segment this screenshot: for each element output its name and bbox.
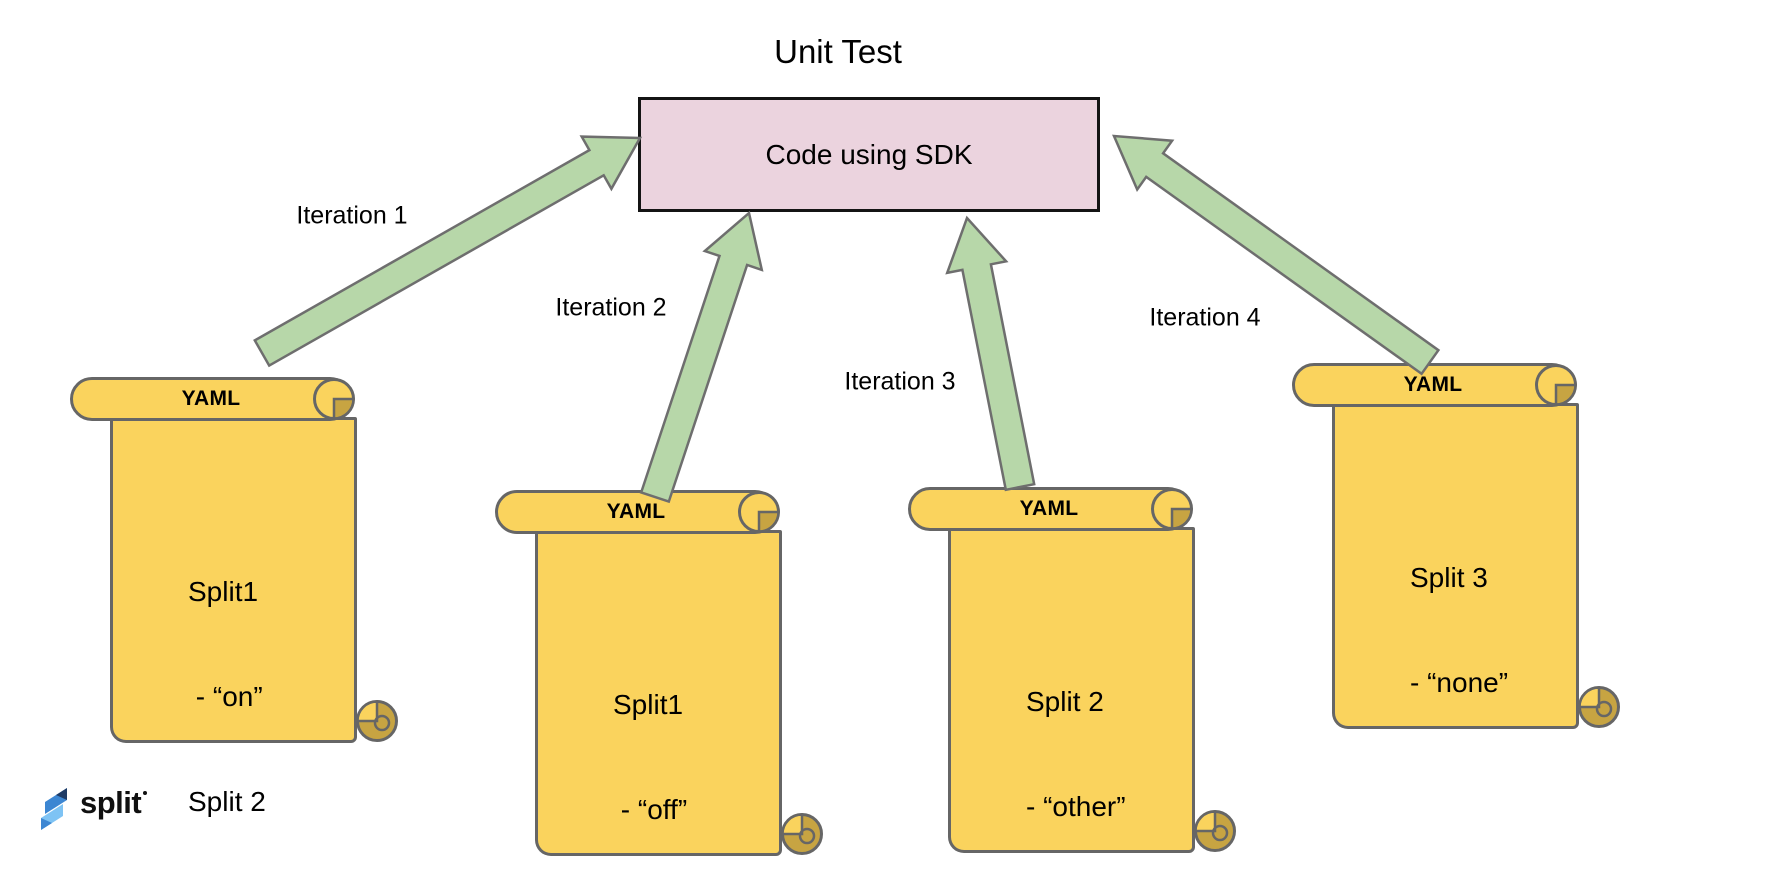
code-using-sdk-box: Code using SDK <box>638 97 1100 212</box>
iteration-1-label: Iteration 1 <box>296 201 408 230</box>
scroll-top-curl-icon <box>313 378 355 420</box>
scroll-paper: Split 3 - “none” <box>1332 403 1579 729</box>
iteration-3-label: Iteration 3 <box>844 367 956 396</box>
sdk-box-label: Code using SDK <box>765 138 973 170</box>
iteration-2-label: Iteration 2 <box>555 293 667 322</box>
scroll-line: Split 3 <box>1410 562 1488 593</box>
yaml-scroll-2: Split1 - “off” Split 2 - “off” Split 3 -… <box>495 490 825 859</box>
scroll-top-curl-icon <box>738 491 780 533</box>
diagram-title: Unit Test <box>774 33 902 70</box>
scroll-line: - “on” <box>188 681 263 712</box>
iteration-3-arrow <box>945 215 1036 492</box>
scroll-bottom-curl-icon <box>781 813 823 855</box>
scroll-bottom-curl-icon <box>356 700 398 742</box>
split-logo-text: split <box>80 785 142 820</box>
scroll-header-bar: YAML <box>1292 363 1574 407</box>
scroll-line: Split 2 <box>1026 686 1104 717</box>
scroll-text-block: Split1 - “on” Split 2 - “on” Split 3 - “… <box>188 504 277 870</box>
scroll-top-curl-icon <box>1535 364 1577 406</box>
scroll-header-bar: YAML <box>908 487 1190 531</box>
yaml-scroll-4: Split 3 - “none” YAML <box>1292 363 1622 732</box>
scroll-line: Split 2 <box>188 786 266 817</box>
scroll-line: Split1 <box>188 576 259 607</box>
scroll-line: - “none” <box>1410 667 1509 698</box>
iteration-1-arrow <box>253 135 643 368</box>
scroll-bottom-curl-icon <box>1578 686 1620 728</box>
scroll-paper: Split 2 - “other” Split 3 - “low” <box>948 527 1195 853</box>
scroll-paper: Split1 - “off” Split 2 - “off” Split 3 -… <box>535 530 782 856</box>
iteration-4-label: Iteration 4 <box>1149 303 1261 332</box>
scroll-top-curl-icon <box>1151 488 1193 530</box>
scroll-text-block: Split 3 - “none” <box>1410 490 1508 770</box>
scroll-header-bar: YAML <box>70 377 352 421</box>
yaml-scroll-1: Split1 - “on” Split 2 - “on” Split 3 - “… <box>70 377 400 817</box>
scroll-line: Split1 <box>613 689 684 720</box>
iteration-2-arrow <box>639 210 764 504</box>
scroll-header-bar: YAML <box>495 490 777 534</box>
split-logo-trademark-dot <box>143 791 147 795</box>
iteration-4-arrow <box>1112 134 1441 376</box>
split-logo: split <box>34 784 164 838</box>
yaml-scroll-3: Split 2 - “other” Split 3 - “low” YAML <box>908 487 1238 856</box>
scroll-header-label: YAML <box>1403 373 1463 396</box>
scroll-bottom-curl-icon <box>1194 810 1236 852</box>
scroll-text-block: Split 2 - “other” Split 3 - “low” <box>1026 614 1126 870</box>
split-logo-icon <box>41 788 67 830</box>
scroll-line: - “off” <box>613 794 688 825</box>
scroll-header-label: YAML <box>181 387 241 410</box>
scroll-header-label: YAML <box>606 500 666 523</box>
scroll-text-block: Split1 - “off” Split 2 - “off” Split 3 -… <box>613 617 748 870</box>
scroll-paper: Split1 - “on” Split 2 - “on” Split 3 - “… <box>110 417 357 817</box>
scroll-line: - “other” <box>1026 791 1126 822</box>
scroll-header-label: YAML <box>1019 497 1079 520</box>
